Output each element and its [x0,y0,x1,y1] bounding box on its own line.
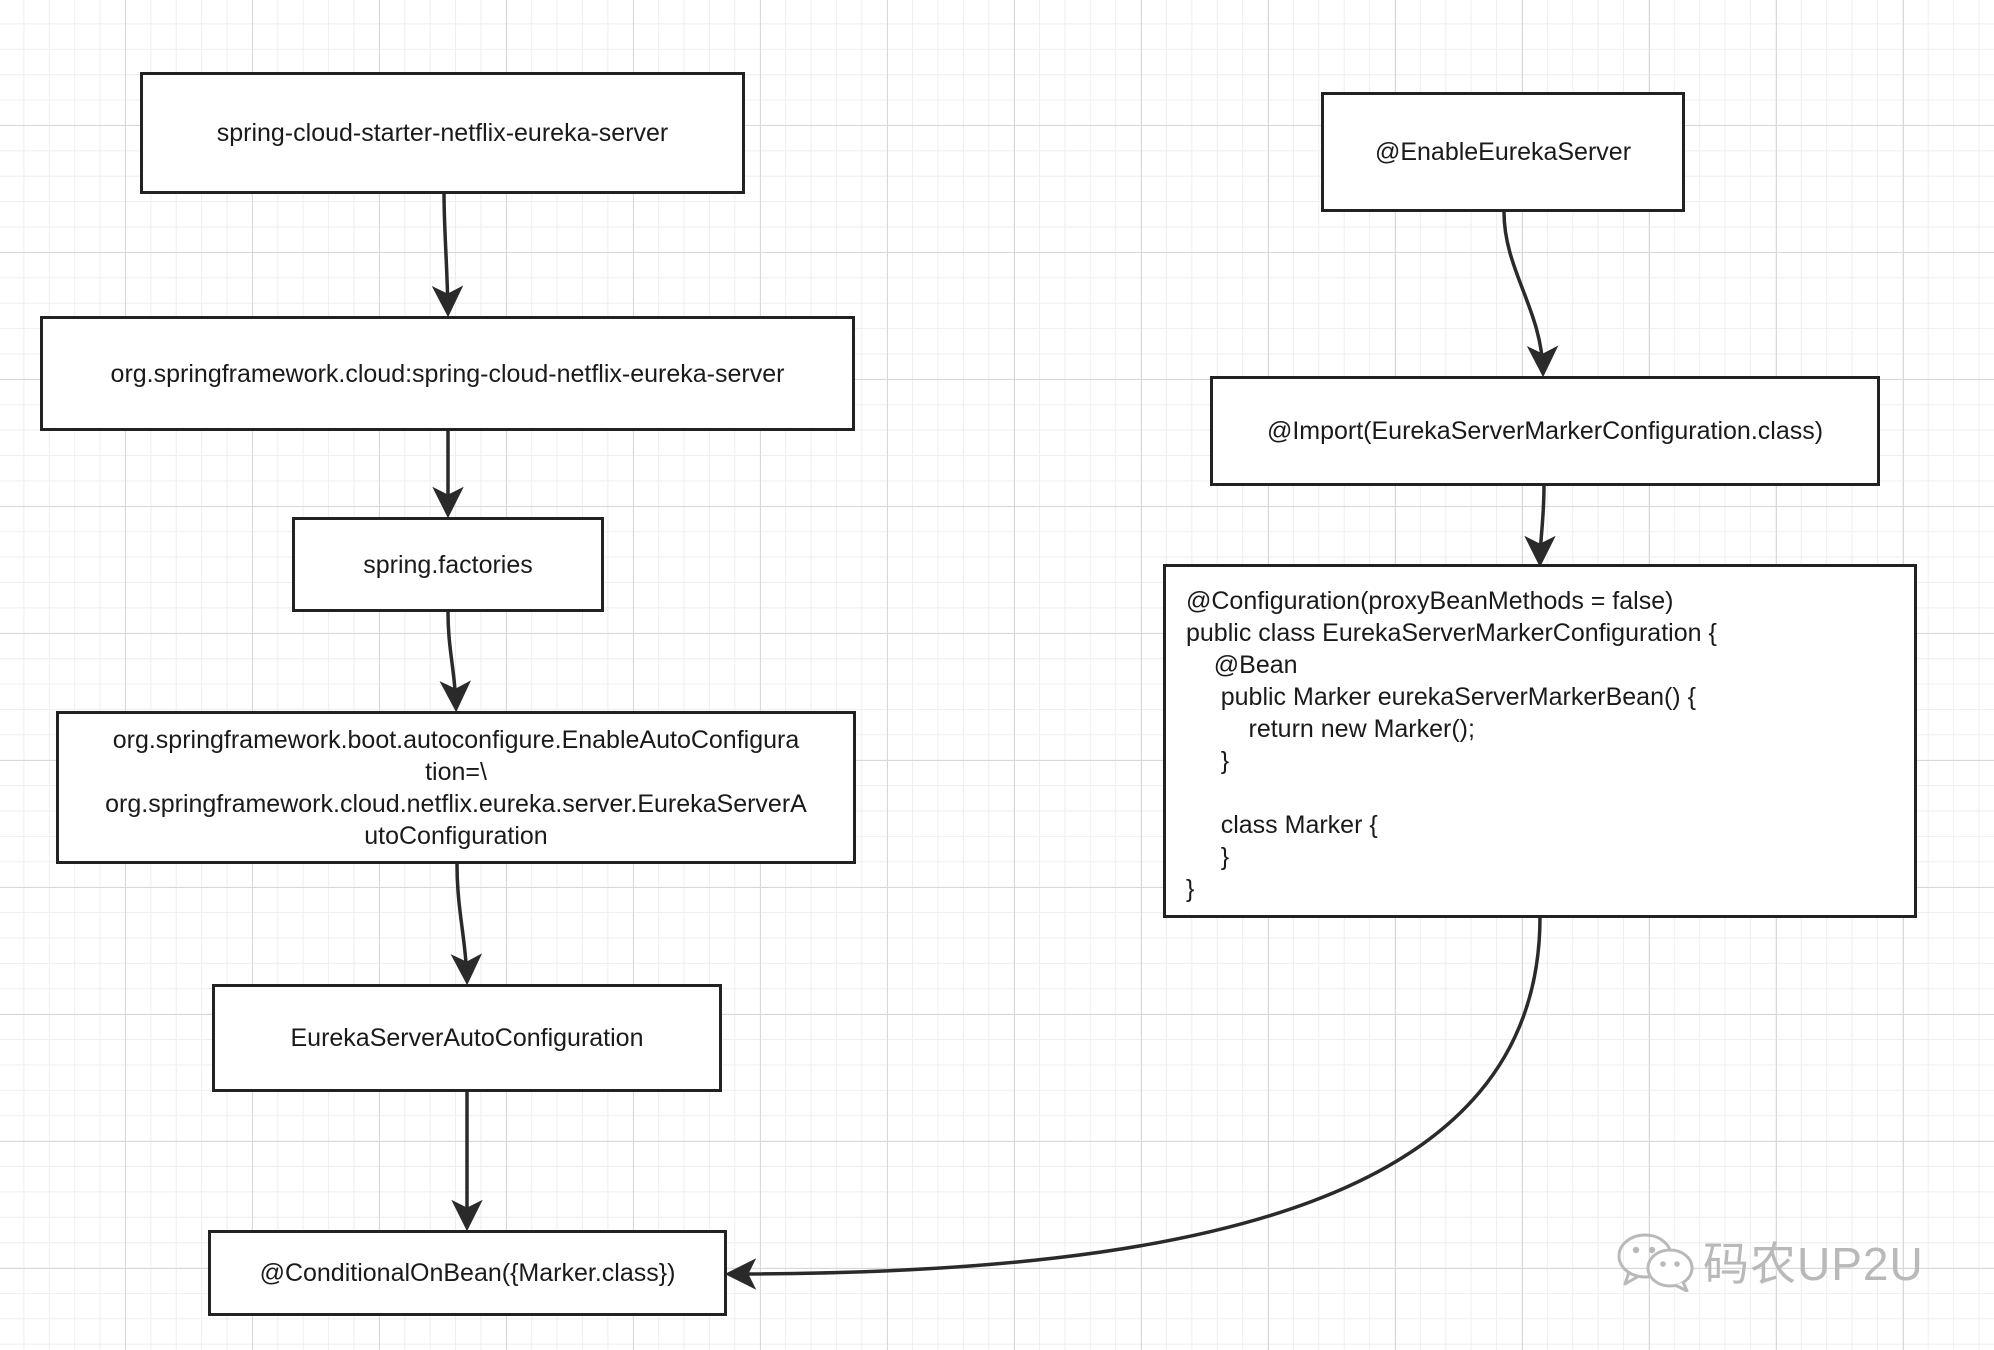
code-line: } [1186,843,1230,871]
edge-enable-to-import [1502,211,1559,378]
node-spring-factories[interactable]: spring.factories [292,517,604,612]
edge-factories-to-autoconfig-key [439,611,472,713]
node-label-line: utoConfiguration [364,821,548,850]
node-label: @EnableEurekaServer [1375,136,1631,168]
node-label-line: spring-cloud-starter-netflix-eureka-serv… [216,119,669,147]
node-enable-eureka-server[interactable]: @EnableEurekaServer [1321,92,1685,212]
watermark-text: 码农UP2U [1703,1238,1924,1290]
node-label: @Import(EurekaServerMarkerConfiguration.… [1267,415,1823,447]
node-label-line: org.springframework.cloud:spring-cloud-n… [110,359,785,388]
code-line: return new Marker(); [1186,715,1475,743]
node-label-line: @EnableEurekaServer [1374,138,1632,166]
node-label-line: tion=\ [425,757,487,786]
code-line [1186,777,1717,809]
edge-import-to-marker-config [1524,484,1556,568]
code-line: class Marker { [1186,811,1378,839]
code-line: @Bean [1186,651,1298,679]
node-label-line: spring.factories [363,550,533,579]
code-line: } [1186,875,1195,903]
node-label: spring-cloud-starter-netflix-eureka-serv… [217,117,669,149]
code-block: @Configuration(proxyBeanMethods = false)… [1186,585,1717,905]
node-label-line: @ConditionalOnBean({Marker.class}) [259,1259,676,1287]
wechat-icon [1617,1233,1694,1292]
node-label-line: @Import(EurekaServerMarkerConfiguration.… [1266,417,1824,445]
node-label: EurekaServerAutoConfiguration [291,1022,644,1054]
edge-marker-config-to-conditional [724,916,1542,1290]
node-enable-auto-configuration-key[interactable]: org.springframework.boot.autoconfigure.E… [56,711,856,864]
node-label: org.springframework.cloud:spring-cloud-n… [111,358,785,390]
node-conditional-on-bean[interactable]: @ConditionalOnBean({Marker.class}) [208,1230,727,1316]
edge-starter-to-netflix [431,191,464,318]
node-label-line: org.springframework.cloud.netflix.eureka… [105,789,807,818]
node-spring-cloud-netflix-eureka-server[interactable]: org.springframework.cloud:spring-cloud-n… [40,316,855,431]
node-label: @ConditionalOnBean({Marker.class}) [260,1257,676,1289]
node-label-line: EurekaServerAutoConfiguration [290,1024,644,1052]
code-line: @Configuration(proxyBeanMethods = false) [1186,587,1674,615]
node-spring-cloud-starter[interactable]: spring-cloud-starter-netflix-eureka-serv… [140,72,745,194]
watermark: 码农UP2U [1615,1228,1924,1294]
node-label: spring.factories [363,549,533,581]
code-line: public class EurekaServerMarkerConfigura… [1186,619,1717,647]
code-line: } [1186,747,1230,775]
edge-autoconfig-key-to-eureka-autoconfig [450,863,483,986]
node-eureka-server-auto-configuration[interactable]: EurekaServerAutoConfiguration [212,984,722,1092]
code-line: public Marker eurekaServerMarkerBean() { [1186,683,1696,711]
node-label: org.springframework.boot.autoconfigure.E… [105,724,807,852]
node-eureka-server-marker-configuration-code[interactable]: @Configuration(proxyBeanMethods = false)… [1163,564,1917,918]
node-import-marker-configuration[interactable]: @Import(EurekaServerMarkerConfiguration.… [1210,376,1880,486]
node-label-line: org.springframework.boot.autoconfigure.E… [112,725,800,754]
